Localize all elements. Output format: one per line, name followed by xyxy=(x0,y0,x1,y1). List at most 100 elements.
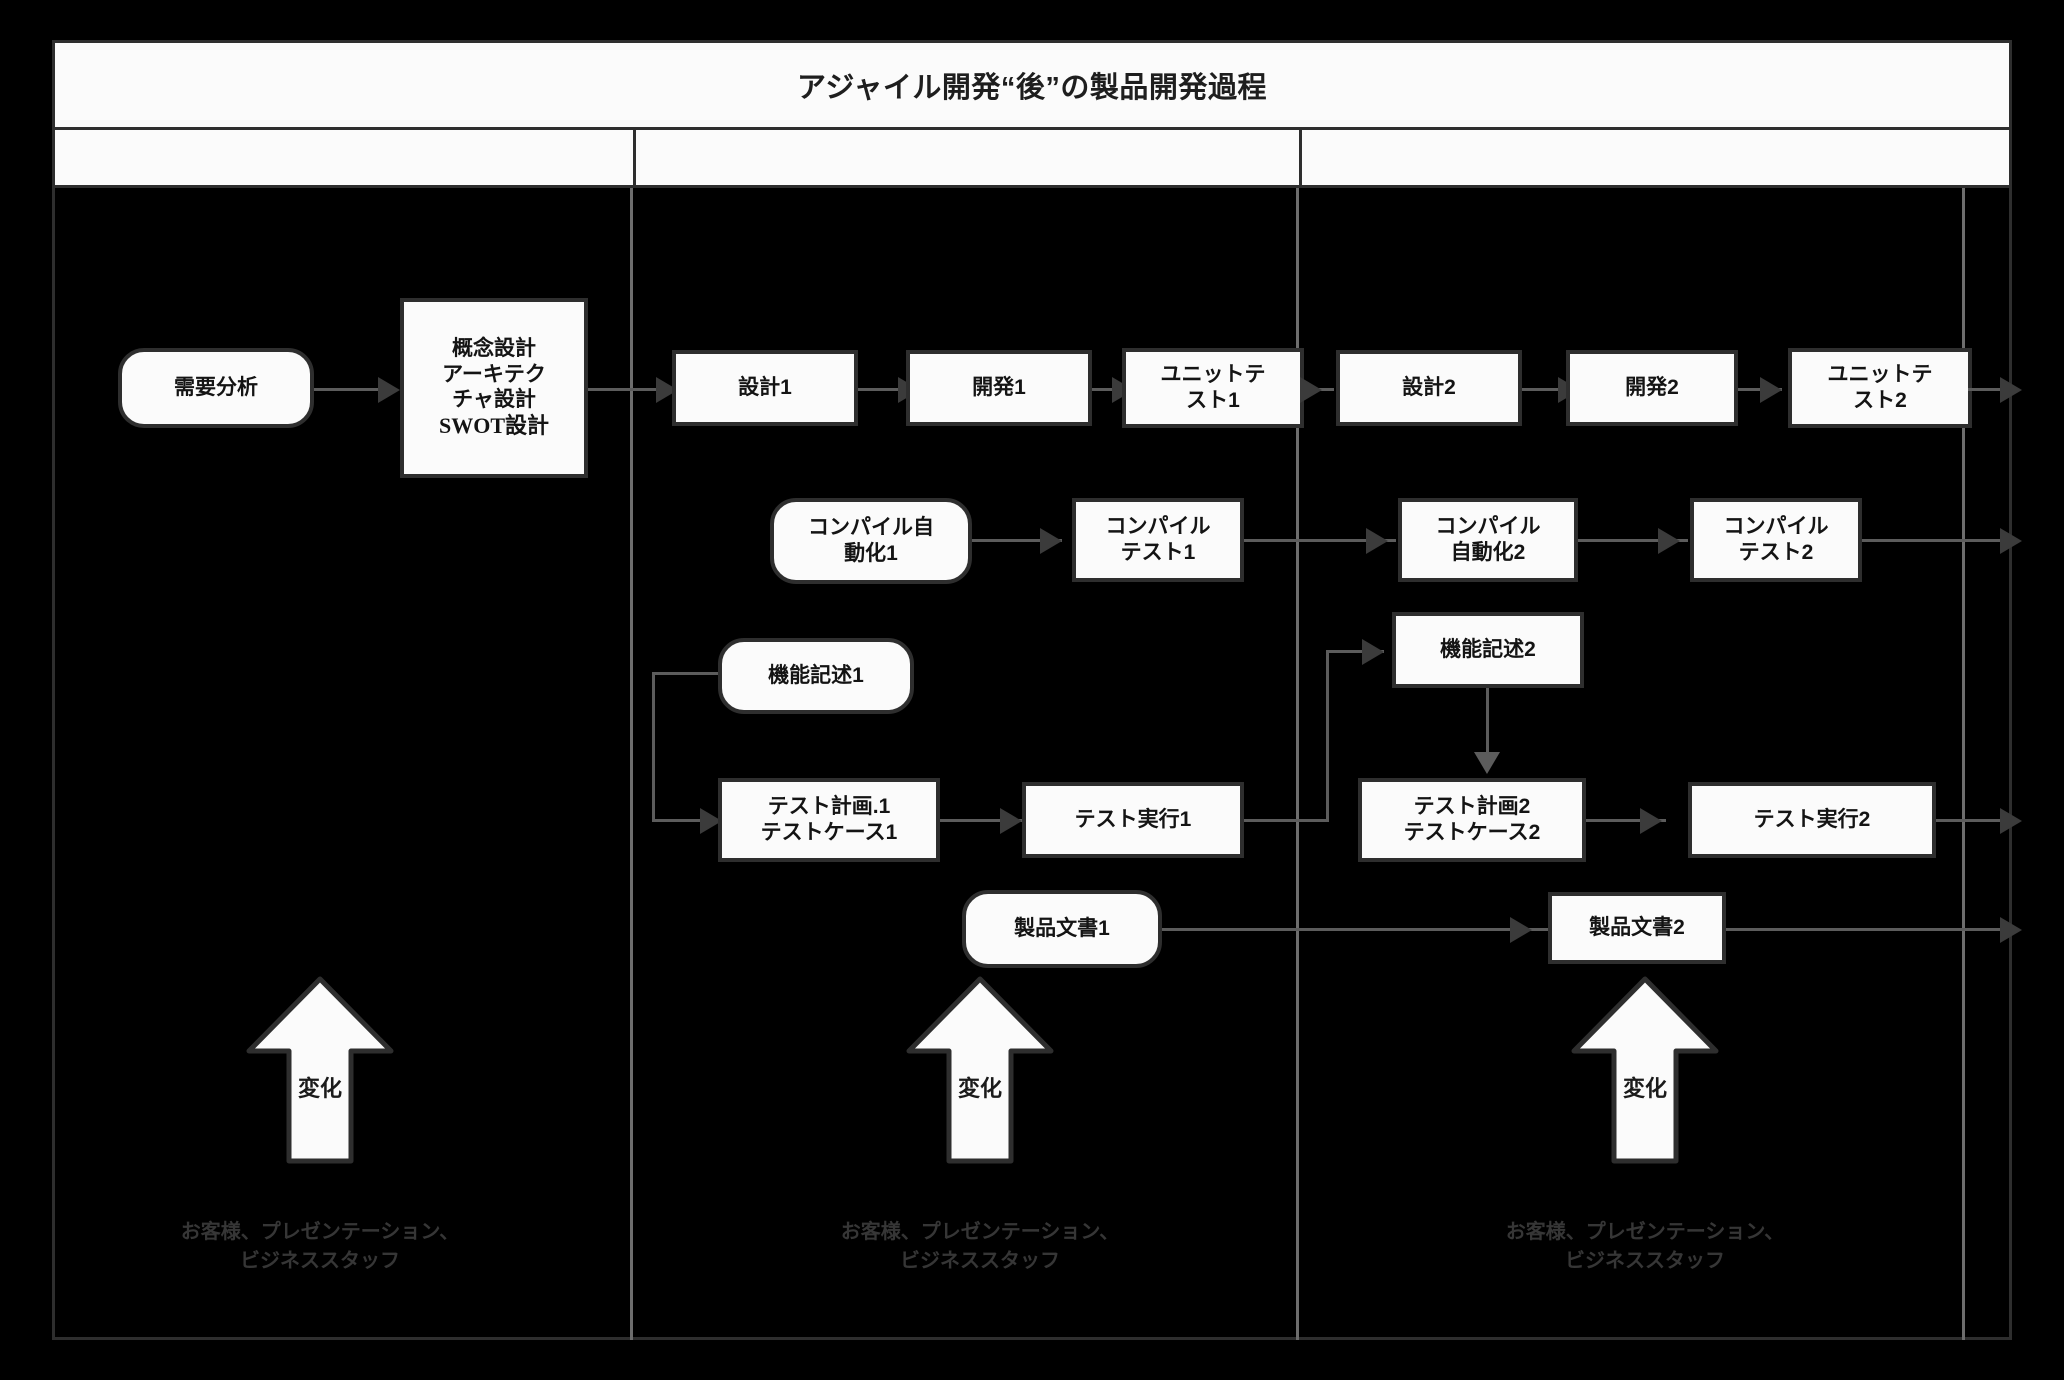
column-header-band xyxy=(52,130,2012,188)
arrowhead-col1-row1-crossing xyxy=(1300,377,1322,403)
arrowhead-row4-exit xyxy=(2000,917,2022,943)
arrowhead-row3-exit xyxy=(2000,808,2022,834)
edge-unittest2-exit xyxy=(1968,388,2016,391)
node-compile-auto2[interactable]: コンパイル 自動化2 xyxy=(1398,498,1578,582)
node-testplan1-line1: テスト計画.1 xyxy=(767,795,891,819)
node-compile-test2-line2: テスト2 xyxy=(1738,541,1814,564)
node-testplan1-line2: テストケース1 xyxy=(760,821,898,844)
arrowhead-row2-exit xyxy=(2000,528,2022,554)
node-requirements-label: 需要分析 xyxy=(174,376,258,400)
node-testplan2-line1: テスト計画2 xyxy=(1413,795,1531,819)
bracket-bottom-col2 xyxy=(652,819,718,822)
arrowhead-requirements-to-concept xyxy=(378,377,400,403)
arrowhead-testplan2-to-testexec2 xyxy=(1640,808,1662,834)
node-testplan2-line2: テストケース2 xyxy=(1403,821,1541,844)
bracket-vertical-col3 xyxy=(1326,650,1329,822)
node-unittest1[interactable]: ユニットテ スト1 xyxy=(1122,348,1304,428)
node-compile-auto2-line2: 自動化2 xyxy=(1450,541,1526,564)
change-arrow-col2: 変化 xyxy=(905,975,1055,1165)
node-concept-design-line2: アーキテク xyxy=(442,362,546,386)
node-testplan2[interactable]: テスト計画2 テストケース2 xyxy=(1358,778,1586,862)
node-compile-auto1[interactable]: コンパイル自 動化1 xyxy=(770,498,972,584)
node-develop1-label: 開発1 xyxy=(972,376,1026,400)
column-header-divider-1 xyxy=(633,130,636,185)
node-testexec1[interactable]: テスト実行1 xyxy=(1022,782,1244,858)
edge-compileauto2-to-compiletest2 xyxy=(1578,539,1688,542)
arrowhead-productdoc1-to-productdoc2 xyxy=(1510,917,1532,943)
change-arrow-col3-label: 変化 xyxy=(1622,1076,1667,1101)
footnote-col1-line1: お客様、プレゼンテーション、 xyxy=(180,1221,460,1243)
node-compile-test2-line1: コンパイル xyxy=(1723,515,1829,539)
edge-requirements-to-concept xyxy=(310,388,390,391)
node-develop2-label: 開発2 xyxy=(1625,376,1679,400)
bracket-vertical-col2 xyxy=(652,672,655,822)
edge-testplan2-to-testexec2 xyxy=(1586,819,1666,822)
node-concept-design[interactable]: 概念設計 アーキテク チャ設計 SWOT設計 xyxy=(400,298,588,478)
node-unittest1-line1: ユニットテ xyxy=(1160,363,1266,387)
edge-testexec1-to-bracket3 xyxy=(1244,819,1328,822)
column-header-divider-2 xyxy=(1299,130,1302,185)
column-separator-3 xyxy=(1962,188,1965,1340)
change-arrow-col1: 変化 xyxy=(245,975,395,1165)
node-unittest2-line1: ユニットテ xyxy=(1827,363,1933,387)
node-product-doc1[interactable]: 製品文書1 xyxy=(962,890,1162,968)
footnote-col1-line2: ビジネススタッフ xyxy=(240,1250,400,1272)
node-design1-label: 設計1 xyxy=(738,376,792,400)
node-compile-test1-line2: テスト1 xyxy=(1120,541,1196,564)
edge-productdoc2-exit xyxy=(1726,928,2016,931)
arrowhead-bracket-to-testplan1 xyxy=(700,808,722,834)
diagram-frame xyxy=(52,40,2012,1340)
node-compile-auto2-line1: コンパイル xyxy=(1435,515,1541,539)
column-separator-2 xyxy=(1296,188,1299,1340)
arrowhead-bracket-to-featuredesc2 xyxy=(1362,639,1384,665)
node-unittest2[interactable]: ユニットテ スト2 xyxy=(1788,348,1972,428)
node-compile-auto1-line2: 動化1 xyxy=(844,542,898,565)
change-arrow-col3: 変化 xyxy=(1570,975,1720,1165)
bracket-top-col3 xyxy=(1326,650,1384,653)
footnote-col2-line1: お客様、プレゼンテーション、 xyxy=(840,1221,1120,1243)
node-feature-desc2-label: 機能記述2 xyxy=(1440,638,1536,662)
node-testplan1[interactable]: テスト計画.1 テストケース1 xyxy=(718,778,940,862)
node-concept-design-line1: 概念設計 xyxy=(452,337,536,361)
node-compile-test2[interactable]: コンパイル テスト2 xyxy=(1690,498,1862,582)
node-product-doc2-label: 製品文書2 xyxy=(1589,916,1685,940)
node-design2[interactable]: 設計2 xyxy=(1336,350,1522,426)
node-develop1[interactable]: 開発1 xyxy=(906,350,1092,426)
node-design1[interactable]: 設計1 xyxy=(672,350,858,426)
edge-testplan1-to-testexec1 xyxy=(940,819,1022,822)
edge-compiletest1-to-compileauto2 xyxy=(1244,539,1396,542)
edge-concept-to-design1 xyxy=(588,388,670,391)
node-product-doc2[interactable]: 製品文書2 xyxy=(1548,892,1726,964)
node-unittest2-line2: スト2 xyxy=(1853,389,1907,412)
edge-design1-to-develop1 xyxy=(858,388,920,391)
node-develop2[interactable]: 開発2 xyxy=(1566,350,1738,426)
footnote-col2: お客様、プレゼンテーション、 ビジネススタッフ xyxy=(765,1218,1195,1276)
node-compile-test1-line1: コンパイル xyxy=(1105,515,1211,539)
footnote-col1: お客様、プレゼンテーション、 ビジネススタッフ xyxy=(105,1218,535,1276)
footnote-col2-line2: ビジネススタッフ xyxy=(900,1250,1060,1272)
node-feature-desc1-label: 機能記述1 xyxy=(768,664,864,688)
change-arrow-col2-label: 変化 xyxy=(957,1076,1002,1101)
page-title: アジャイル開発“後”の製品開発過程 xyxy=(797,72,1267,104)
node-requirements[interactable]: 需要分析 xyxy=(118,348,314,428)
node-compile-auto1-line1: コンパイル自 xyxy=(808,516,934,540)
edge-testexec2-exit xyxy=(1936,819,2016,822)
node-product-doc1-label: 製品文書1 xyxy=(1014,917,1110,941)
arrowhead-row1-exit xyxy=(2000,377,2022,403)
diagram-title-band: アジャイル開発“後”の製品開発過程 xyxy=(52,40,2012,130)
node-feature-desc1[interactable]: 機能記述1 xyxy=(718,638,914,714)
change-arrow-col1-label: 変化 xyxy=(297,1076,342,1101)
node-testexec2[interactable]: テスト実行2 xyxy=(1688,782,1936,858)
edge-design2-to-develop2 xyxy=(1522,388,1580,391)
arrowhead-featuredesc2-to-testplan2 xyxy=(1474,752,1500,774)
footnote-col3: お客様、プレゼンテーション、 ビジネススタッフ xyxy=(1430,1218,1860,1276)
node-testexec1-label: テスト実行1 xyxy=(1074,808,1192,832)
edge-featuredesc2-to-testplan2 xyxy=(1486,688,1489,756)
arrowhead-testplan1-to-testexec1 xyxy=(1000,808,1022,834)
node-concept-design-line4: SWOT設計 xyxy=(438,413,550,438)
node-feature-desc2[interactable]: 機能記述2 xyxy=(1392,612,1584,688)
node-design2-label: 設計2 xyxy=(1402,376,1456,400)
arrowhead-develop2-to-unittest2 xyxy=(1760,377,1782,403)
node-compile-test1[interactable]: コンパイル テスト1 xyxy=(1072,498,1244,582)
